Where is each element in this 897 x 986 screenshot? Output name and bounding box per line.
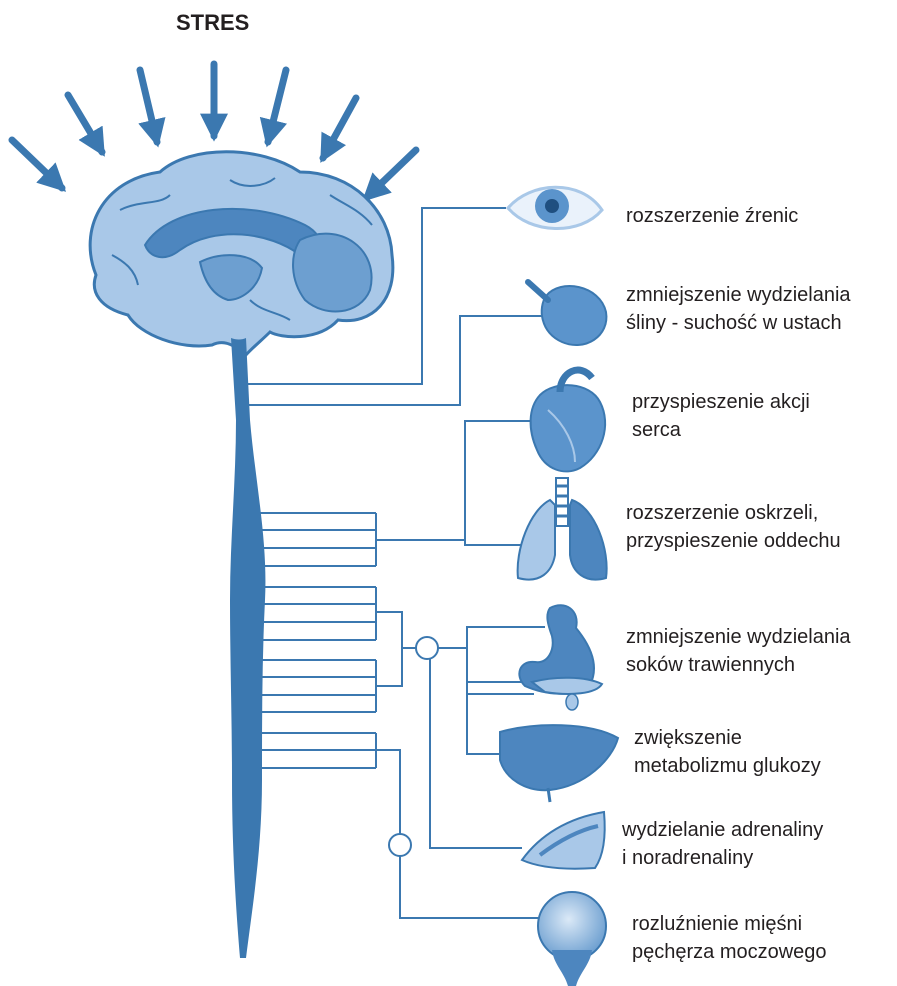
stress-arrow bbox=[268, 70, 286, 142]
stress-arrow bbox=[12, 140, 62, 188]
effect-line: metabolizmu glukozy bbox=[634, 752, 821, 780]
effect-line: rozluźnienie mięśni bbox=[632, 910, 827, 938]
effect-label-glucose: zwiększenie metabolizmu glukozy bbox=[634, 724, 821, 780]
lungs-icon bbox=[518, 478, 607, 580]
stress-arrow bbox=[366, 150, 416, 198]
adrenal-gland-icon bbox=[522, 812, 605, 869]
liver-icon bbox=[500, 725, 618, 802]
effect-label-heart-rate: przyspieszenie akcji serca bbox=[632, 388, 810, 444]
effect-label-saliva: zmniejszenie wydzielania śliny - suchość… bbox=[626, 281, 851, 337]
eye-icon bbox=[508, 187, 602, 228]
effect-line: zmniejszenie wydzielania bbox=[626, 281, 851, 309]
bladder-icon bbox=[538, 892, 606, 986]
effect-line: serca bbox=[632, 416, 810, 444]
effect-label-pupil-dilation: rozszerzenie źrenic bbox=[626, 202, 798, 230]
spinal-cord bbox=[230, 338, 265, 958]
effect-label-digestive-juices: zmniejszenie wydzielania soków trawienny… bbox=[626, 623, 851, 679]
heart-icon bbox=[531, 370, 606, 471]
effect-label-breathing: rozszerzenie oskrzeli, przyspieszenie od… bbox=[626, 499, 841, 555]
salivary-gland-icon bbox=[528, 282, 606, 345]
brain-icon bbox=[90, 152, 393, 356]
effect-line: rozszerzenie oskrzeli, bbox=[626, 499, 841, 527]
diagram-title: STRES bbox=[176, 10, 249, 36]
effect-label-adrenaline: wydzielanie adrenaliny i noradrenaliny bbox=[622, 816, 823, 872]
effect-line: i noradrenaliny bbox=[622, 844, 823, 872]
effect-line: przyspieszenie akcji bbox=[632, 388, 810, 416]
stress-arrow bbox=[323, 98, 356, 158]
effect-line: pęchęrza moczowego bbox=[632, 938, 827, 966]
effect-line: śliny - suchość w ustach bbox=[626, 309, 851, 337]
effect-line: rozszerzenie źrenic bbox=[626, 202, 798, 230]
effect-line: przyspieszenie oddechu bbox=[626, 527, 841, 555]
effect-line: wydzielanie adrenaliny bbox=[622, 816, 823, 844]
effect-line: zwiększenie bbox=[634, 724, 821, 752]
effect-line: zmniejszenie wydzielania bbox=[626, 623, 851, 651]
stress-arrow bbox=[68, 95, 102, 152]
effect-line: soków trawiennych bbox=[626, 651, 851, 679]
effect-label-bladder: rozluźnienie mięśni pęchęrza moczowego bbox=[632, 910, 827, 966]
stress-arrow bbox=[140, 70, 157, 142]
